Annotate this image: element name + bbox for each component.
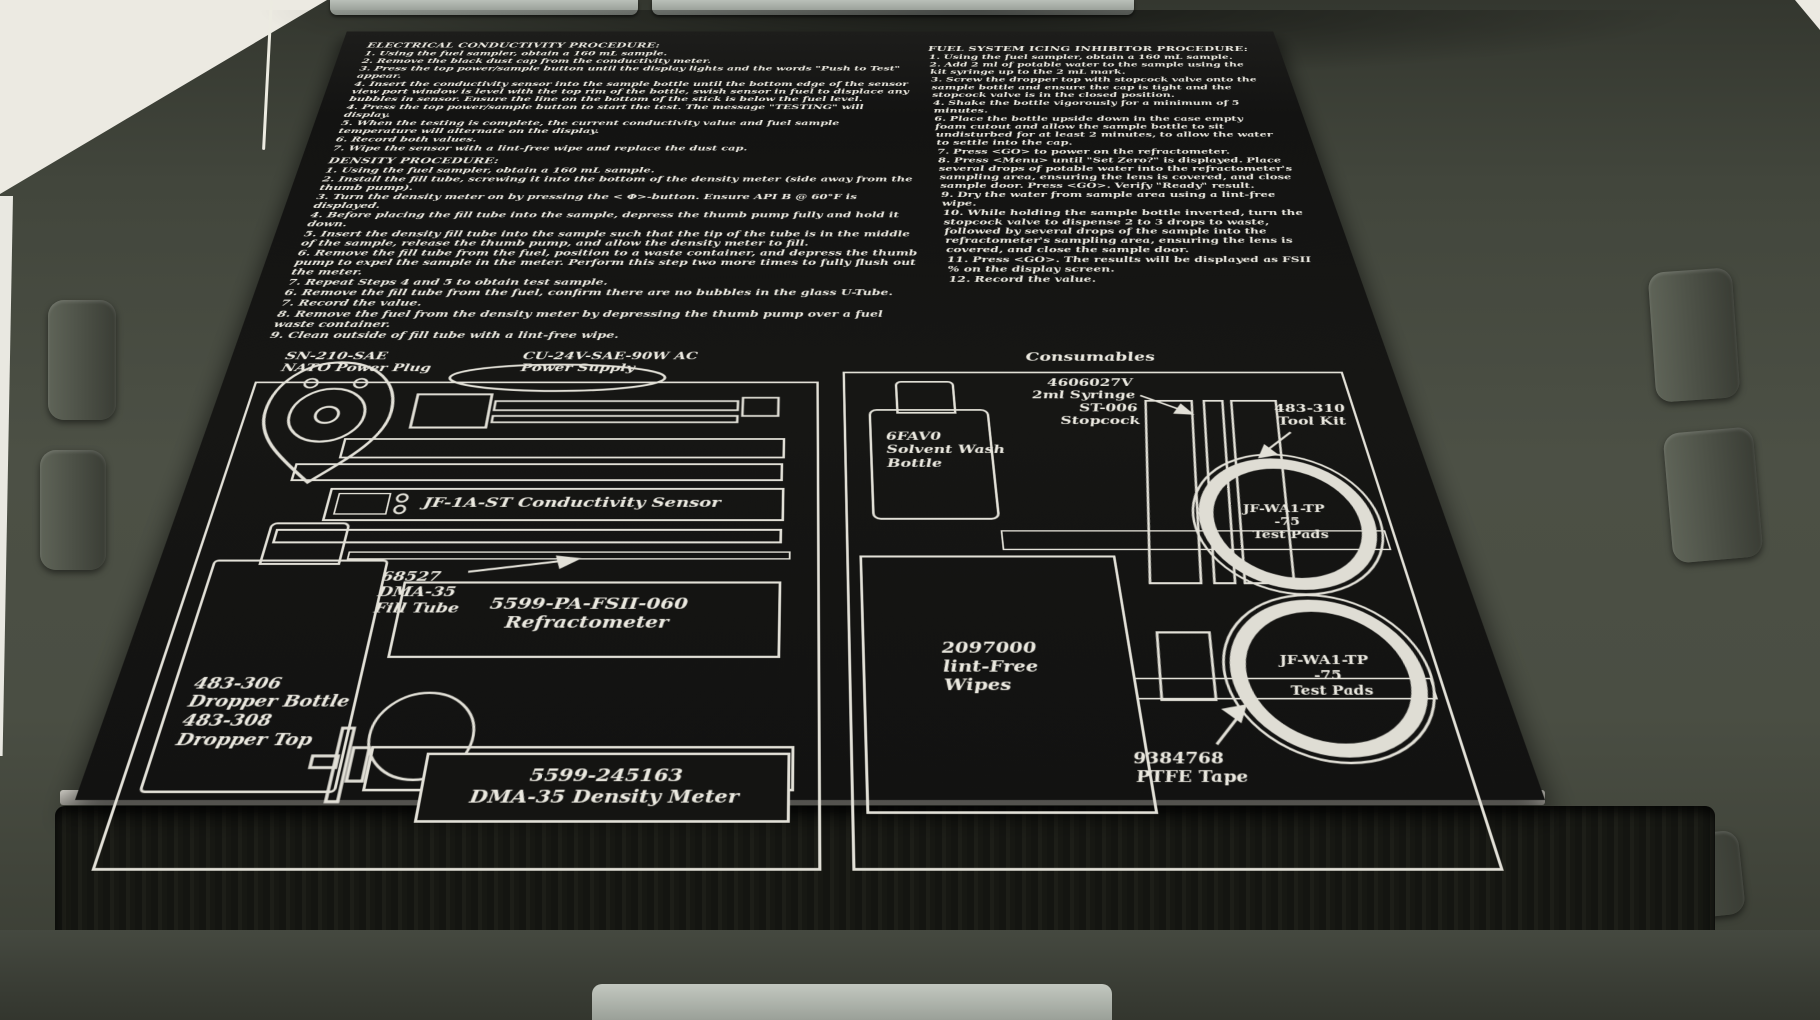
procedure-step: 1. Using the fuel sampler, obtain a 160 … [324,166,915,174]
procedures-right-column: FUEL SYSTEM ICING INHIBITOR PROCEDURE: 1… [928,45,1353,345]
procedure-step: 7. Press <GO> to power on the refractome… [937,147,1290,155]
syringe-label: 4606027V 2ml Syringe ST-006 Stopcock [972,377,1141,428]
density-procedure-title: DENSITY PROCEDURE: [327,156,915,165]
procedure-step: 7. Record the value. [279,298,925,308]
procedure-step: 2. Add 2 ml of potable water to the samp… [929,61,1263,76]
fsii-procedure-title: FUEL SYSTEM ICING INHIBITOR PROCEDURE: [928,45,1255,52]
procedure-step: 4. Shake the bottle vigorously for a min… [933,99,1276,114]
procedure-step: 1. Using the fuel sampler, obtain a 160 … [363,50,907,57]
fsii-procedure-steps: 1. Using the fuel sampler, obtain a 160 … [929,54,1333,285]
consumables-title: Consumables [842,350,1340,364]
wipes-label: 2097000 lint-Free Wipes [941,639,1042,695]
procedure-step: 12. Record the value. [948,275,1332,285]
ptfe-tape-label: 9384768 PTFE Tape [1132,749,1250,787]
electrical-procedure-title: ELECTRICAL CONDUCTIVITY PROCEDURE: [366,42,906,49]
procedures-section: ELECTRICAL CONDUCTIVITY PROCEDURE: 1. Us… [267,42,1353,346]
procedure-step: 4. Before placing the fill tube into the… [306,211,920,229]
case-rib [40,450,106,570]
procedure-step: 3. Screw the dropper top with stopcock v… [931,76,1271,99]
tool-kit-label: 483-310 Tool Kit [1273,402,1352,428]
procedure-step: 1. Using the fuel sampler, obtain a 160 … [929,54,1258,61]
case-rib [1648,267,1741,403]
procedure-step: 11. Press <GO>. The results will be disp… [946,255,1329,274]
equipment-foam-outline: JF-1A-ST Conductivity Sensor 68527 DMA-3… [91,381,821,870]
fill-tube-arrow [461,531,591,574]
procedure-step: 10. While holding the sample bottle inve… [942,209,1322,255]
procedure-step: 8. Press <Menu> until "Set Zero?" is dis… [938,156,1301,190]
procedure-step: 9. Clean outside of fill tube with a lin… [269,330,928,341]
consumables-diagram: Consumables 6FAV0 Solvent Wash Bottle 46… [842,350,1505,876]
test-pads-top-label: JF-WA1-TP -75 Test Pads [1241,503,1334,542]
procedure-step: 6. Remove the fill tube from the fuel, c… [283,288,925,298]
procedure-step: 6. Place the bottle upside down in the c… [934,115,1287,147]
cable-cutout-outline [339,438,786,458]
sensor-dots [389,491,412,516]
procedure-step: 5. When the testing is complete, the cur… [337,119,912,135]
procedure-step: 8. Remove the fuel from the density mete… [272,309,926,330]
case-rib [1663,426,1764,563]
procedure-step: 2. Install the fill tube, screwing it in… [318,175,917,192]
procedure-step: 3. Press the top power/sample button unt… [356,65,909,80]
test-pads-bottom-label: JF-WA1-TP -75 Test Pads [1278,653,1380,698]
density-meter-label-box: 5599-245163 DMA-35 Density Meter [414,753,791,823]
refractometer-label: 5599-PA-FSII-060 Refractometer [429,595,743,632]
density-meter-label: 5599-245163 DMA-35 Density Meter [420,765,788,807]
procedure-step: 4. Press the top power/sample button to … [343,103,912,119]
density-procedure-steps: 1. Using the fuel sampler, obtain a 160 … [269,166,928,341]
procedure-step: 7. Wipe the sensor with a lint-free wipe… [332,144,914,152]
procedure-step: 3. Turn the density meter on by pressing… [312,193,918,211]
electrical-procedure-steps: 1. Using the fuel sampler, obtain a 160 … [332,50,914,152]
diagram-section: SN-210-SAE NATO Power Plug CU-24V-SAE-90… [90,350,1531,876]
procedures-left-column: ELECTRICAL CONDUCTIVITY PROCEDURE: 1. Us… [267,42,928,346]
solvent-bottle-label: 6FAV0 Solvent Wash Bottle [886,430,1008,470]
procedure-step: 4. Insert the conductivity sensor into t… [348,80,910,103]
conductivity-sensor-label: JF-1A-ST Conductivity Sensor [422,495,721,511]
procedure-step: 2. Remove the black dust cap from the co… [361,57,908,64]
dropper-bottle-cap-figure [258,522,350,565]
procedure-step: 6. Remove the fill tube from the fuel, p… [290,248,923,277]
case-rib [48,300,116,420]
procedure-step: 9. Dry the water from sample area using … [941,190,1307,208]
power-supply-figure [392,361,804,434]
case-bottom-latch-bar [592,984,1112,1020]
ptfe-tape-figure [1155,631,1217,701]
consumables-foam-outline: 6FAV0 Solvent Wash Bottle 4606027V 2ml S… [843,372,1504,871]
procedure-step: 6. Record both values. [334,136,913,144]
procedure-step: 7. Repeat Steps 4 and 5 to obtain test s… [286,278,923,288]
conductivity-sensor-figure: JF-1A-ST Conductivity Sensor [322,488,785,521]
procedure-step: 5. Insert the density fill tube into the… [300,229,921,248]
cable-cutout-outline [290,463,783,481]
sensor-window [333,493,392,515]
